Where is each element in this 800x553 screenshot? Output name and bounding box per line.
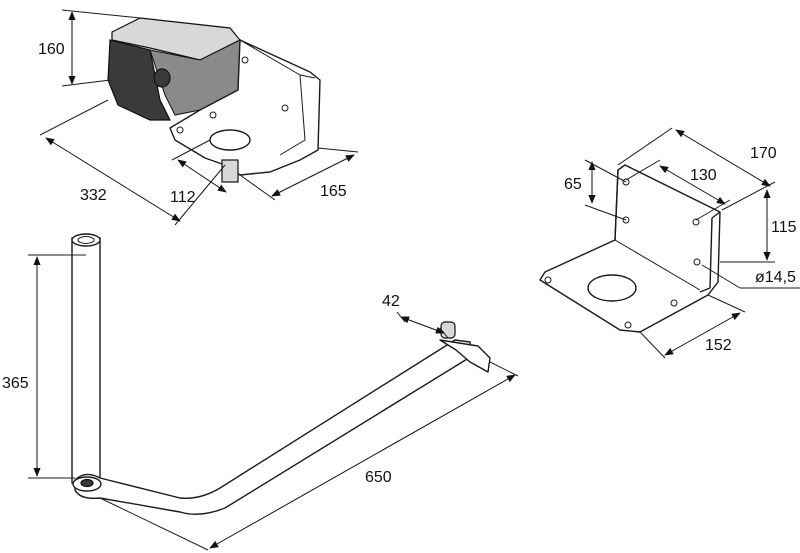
dim-motor-height: 160: [38, 41, 65, 58]
motor-unit: [107, 17, 321, 183]
dim-hole-spacing-v: 65: [564, 176, 582, 193]
dim-bracket-depth: 152: [705, 337, 732, 354]
dim-arm-end-offset: 42: [382, 293, 400, 310]
dim-hole-diameter: ø14,5: [755, 269, 796, 286]
dim-motor-width: 165: [320, 183, 347, 200]
arm-assembly: [71, 233, 491, 515]
dim-pole-height: 365: [2, 375, 29, 392]
dim-bracket-height: 115: [771, 219, 797, 236]
dim-bracket-width: 170: [750, 145, 777, 162]
mounting-bracket: [539, 164, 721, 333]
bracket-dimensions: 170 130 65 115 ø14,5 152: [564, 127, 800, 359]
motor-dimensions: 160 332 112 165: [38, 9, 359, 226]
dim-shaft-offset: 112: [170, 189, 196, 206]
arm-dimensions: 42 365 650: [2, 254, 519, 551]
dim-arm-length: 650: [365, 469, 392, 486]
dim-hole-spacing-h: 130: [690, 167, 717, 184]
dim-motor-length: 332: [80, 187, 107, 204]
